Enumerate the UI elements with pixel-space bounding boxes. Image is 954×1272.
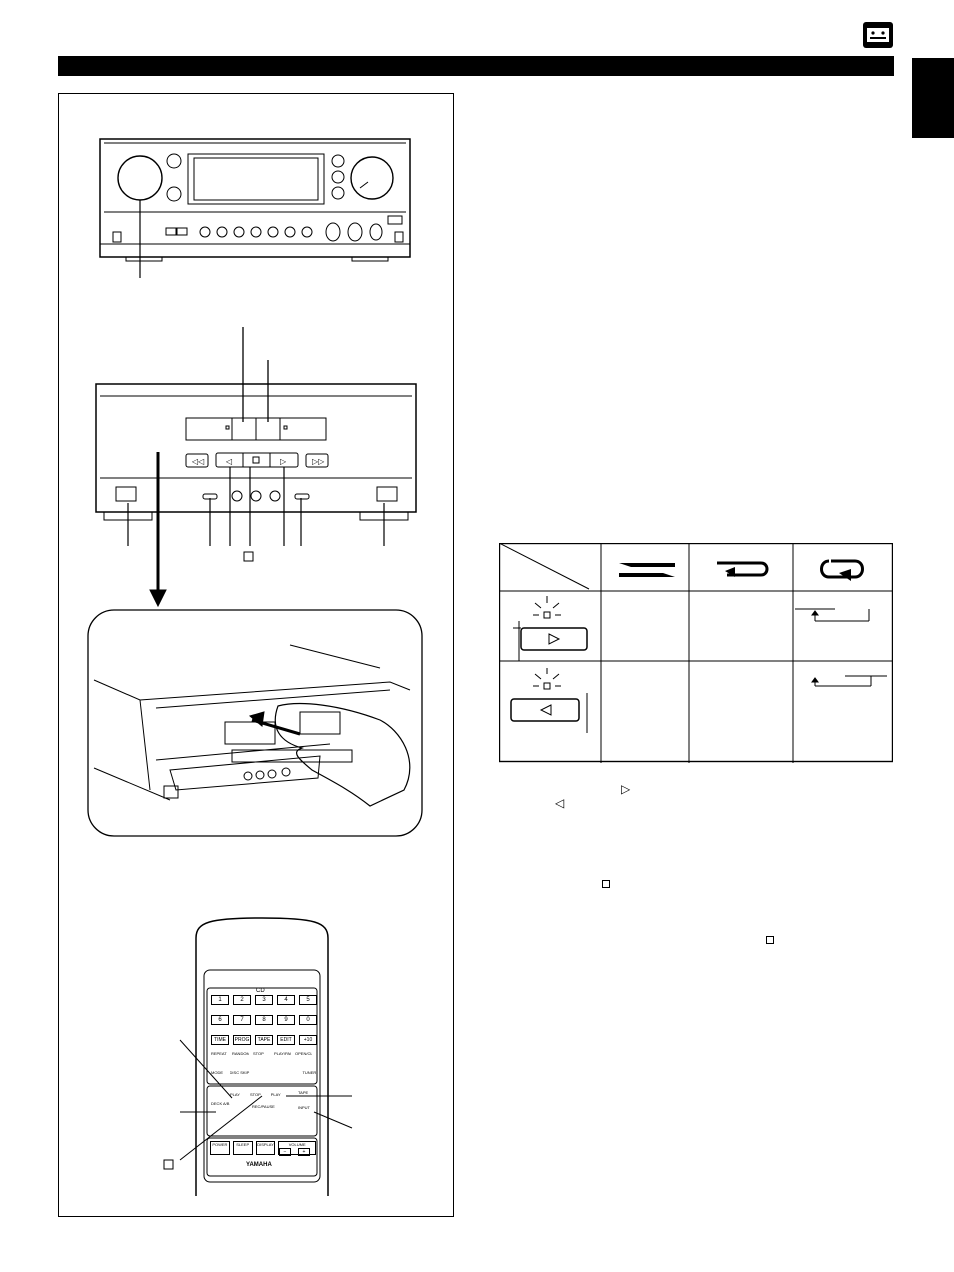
remote-volume-label: VOLUME <box>278 1141 316 1155</box>
remote-key-1[interactable]: 1 <box>211 995 229 1005</box>
remote-power-button[interactable]: POWER <box>210 1141 230 1155</box>
svg-text:▷▷: ▷▷ <box>312 457 325 466</box>
forward-play-glyph: ▷ <box>621 782 631 796</box>
remote-keypad: CD <box>256 988 265 994</box>
remote-label-open-close: OPEN/CLOSE <box>295 1051 312 1056</box>
remote-label-disc-skip: DISC SKIP <box>229 1070 250 1075</box>
remote-key-0[interactable]: 0 <box>299 1015 317 1025</box>
remote-bottom-row: POWER SLEEP DISPLAY VOLUME <box>210 1141 316 1155</box>
amplifier-unit-illustration <box>99 138 411 278</box>
remote-cd-label: CD <box>256 988 265 994</box>
remote-label-input: INPUT <box>298 1105 310 1110</box>
remote-key-plus10[interactable]: +10 <box>299 1035 317 1045</box>
svg-text:◁◁: ◁◁ <box>191 457 204 466</box>
remote-key-tape[interactable]: TAPE <box>255 1035 273 1045</box>
continuous-forward-diagram <box>795 608 870 622</box>
remote-key-7[interactable]: 7 <box>233 1015 251 1025</box>
illustration-panel <box>58 93 454 1217</box>
remote-control-illustration <box>163 917 353 1196</box>
remote-number-grid: 1 2 3 4 5 6 7 8 9 0 TIME PROG TAPE EDIT … <box>207 995 317 1075</box>
remote-label-tape: TAPE <box>298 1090 309 1095</box>
remote-key-8[interactable]: 8 <box>255 1015 273 1025</box>
forward-play-indicator <box>513 596 588 661</box>
tape-deck-illustration: ◁◁ ▷▷ ◁ ▷ <box>95 327 417 608</box>
remote-label-play-pause: PLAY/PAUSE <box>274 1051 291 1056</box>
remote-key-9[interactable]: 9 <box>277 1015 295 1025</box>
stop-glyph <box>602 880 610 888</box>
remote-label-tuner: TUNER <box>302 1070 317 1075</box>
reverse-play-glyph: ◁ <box>555 796 565 810</box>
remote-key-6[interactable]: 6 <box>211 1015 229 1025</box>
remote-deck-labels: PLAY STOP PLAY <box>210 1092 334 1097</box>
stop-glyph-2 <box>766 936 774 944</box>
remote-volume-up-button[interactable]: + <box>298 1148 310 1156</box>
volume-knob <box>117 155 163 201</box>
close-up-hand-illustration <box>87 609 423 837</box>
remote-label-deck-ab: DECK A/B <box>211 1101 230 1106</box>
reverse-play-indicator <box>510 668 588 733</box>
mode-icon-continuous-reverse <box>820 559 864 581</box>
tuning-knob <box>350 156 394 200</box>
remote-volume-down-button[interactable]: − <box>279 1148 291 1156</box>
section-header-bar <box>58 56 894 76</box>
mode-icon-single-reverse <box>717 561 769 577</box>
remote-key-edit[interactable]: EDIT <box>277 1035 295 1045</box>
cassette-icon <box>863 22 893 48</box>
reverse-mode-table <box>498 542 894 763</box>
remote-label-rec-pause: REC/PAUSE <box>252 1104 275 1109</box>
remote-label-play-forward: PLAY <box>270 1092 281 1097</box>
remote-label-deck-stop: STOP <box>249 1092 261 1097</box>
remote-key-2[interactable]: 2 <box>233 995 251 1005</box>
remote-sleep-button[interactable]: SLEEP <box>232 1141 253 1155</box>
svg-text:◁: ◁ <box>225 457 232 466</box>
svg-text:▷: ▷ <box>280 457 287 466</box>
remote-key-4[interactable]: 4 <box>277 995 295 1005</box>
side-language-tab <box>912 58 954 138</box>
remote-label-mode: MODE <box>211 1070 223 1075</box>
remote-key-5[interactable]: 5 <box>299 995 317 1005</box>
remote-key-3[interactable]: 3 <box>255 995 273 1005</box>
remote-label-play-reverse: PLAY <box>230 1092 240 1097</box>
remote-display-button[interactable]: DISPLAY <box>255 1141 276 1155</box>
remote-brand-label: YAMAHA <box>246 1162 272 1168</box>
remote-label-random: RANDOM <box>232 1051 249 1056</box>
continuous-reverse-diagram <box>811 675 887 687</box>
remote-label-repeat: REPEAT <box>211 1051 227 1056</box>
remote-key-prog[interactable]: PROG <box>233 1035 251 1045</box>
mode-icon-one-way <box>619 563 675 577</box>
remote-key-time[interactable]: TIME <box>211 1035 229 1045</box>
remote-label-stop: STOP <box>253 1051 264 1056</box>
